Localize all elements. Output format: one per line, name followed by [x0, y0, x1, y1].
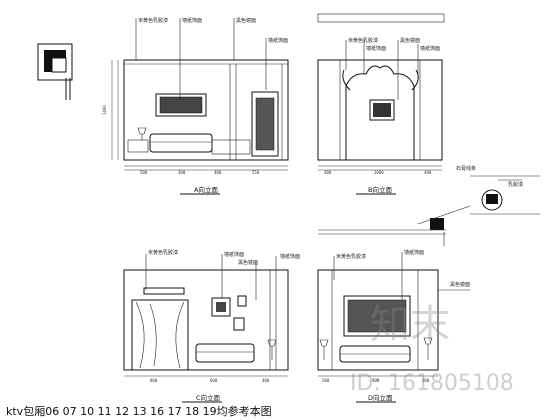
view-d-dim-3: 300 [422, 378, 430, 383]
elevation-view-d: 500 900 300 米黄色乳胶漆 墙纸饰面 黑色镜面 D向立面 [317, 229, 470, 403]
view-c-note-2: 墙纸饰面 [224, 251, 244, 258]
watermark-id: ID: 161805108 [350, 371, 514, 396]
view-d-dim-2: 900 [372, 378, 380, 383]
view-b-title: B向立面 [368, 185, 392, 194]
view-c-dim-1: 800 [150, 378, 158, 383]
watermark-brand: 知末 [370, 302, 450, 348]
view-a-note-1: 米黄色乳胶漆 [138, 17, 168, 24]
view-c-dim-2: 600 [210, 378, 218, 383]
view-c-note-1: 米黄色乳胶漆 [148, 249, 178, 256]
detail-note-2: 乳胶漆 [508, 181, 523, 188]
view-a-title: A向立面 [194, 185, 218, 194]
view-a-note-3: 黑色镜面 [236, 17, 256, 24]
view-d-note-1: 米黄色乳胶漆 [336, 253, 366, 260]
elevation-view-a: 1400 500 300 400 550 米黄色乳胶漆 墙纸饰 [102, 17, 289, 195]
view-c-title: C向立面 [196, 393, 221, 402]
view-a-dim-4: 550 [252, 170, 260, 175]
view-d-title: D向立面 [368, 393, 393, 402]
view-a-dim-1: 500 [140, 170, 148, 175]
view-b-note-2: 墙纸饰面 [366, 45, 386, 52]
view-d-note-2: 墙纸饰面 [404, 249, 424, 256]
view-b-note-4: 墙纸饰面 [420, 45, 440, 52]
view-d-note-3: 黑色镜面 [450, 281, 470, 288]
view-a-dim-3: 400 [214, 170, 222, 175]
view-b-note-1: 米黄色乳胶漆 [348, 37, 378, 44]
elevation-view-b: 400 1000 400 米黄色乳胶漆 墙纸饰面 黑色镜面 墙纸饰面 B向立面 [317, 13, 445, 195]
watermark: 知末 ID: 161805108 [350, 302, 514, 396]
view-a-note-4: 墙纸饰面 [268, 37, 288, 44]
view-c-note-4: 墙纸饰面 [280, 253, 300, 260]
view-b-dim-3: 400 [424, 170, 432, 175]
view-c-note-3: 黑色镜面 [238, 259, 258, 266]
drawing-caption: ktv包厢06 07 10 11 12 13 16 17 18 19均参考本图 [6, 404, 272, 418]
view-b-dim-2: 1000 [374, 170, 384, 175]
view-a-dim-2: 300 [178, 170, 186, 175]
view-b-dim-1: 400 [324, 170, 332, 175]
corner-detail-block [37, 43, 73, 100]
view-a-note-2: 墙纸饰面 [182, 17, 202, 24]
view-d-dim-1: 500 [322, 378, 330, 383]
section-detail-callout: 石膏线条 乳胶漆 [417, 165, 540, 246]
view-b-note-3: 黑色镜面 [400, 37, 420, 44]
detail-note-1: 石膏线条 [456, 165, 476, 172]
view-a-height-dim: 1400 [102, 105, 107, 115]
view-c-dim-3: 400 [262, 378, 270, 383]
elevation-view-c: 800 600 400 米黄色乳胶漆 墙纸饰面 黑色镜面 墙纸饰面 C向立面 [123, 249, 300, 403]
